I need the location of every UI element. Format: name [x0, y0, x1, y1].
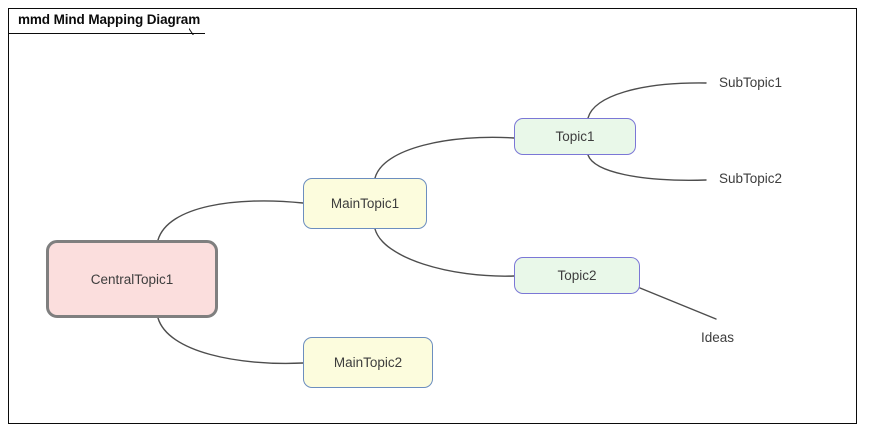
node-main-topic-1[interactable]: MainTopic1 — [303, 178, 427, 229]
label-subtopic-1[interactable]: SubTopic1 — [719, 75, 783, 90]
node-topic-1[interactable]: Topic1 — [514, 118, 636, 155]
frame-tab-shape — [8, 8, 205, 34]
diagram-frame — [8, 8, 857, 424]
label-ideas[interactable]: Ideas — [701, 330, 735, 345]
frame-title-tab: mmd Mind Mapping Diagram — [8, 8, 205, 34]
label-subtopic-2[interactable]: SubTopic2 — [719, 171, 783, 186]
frame-title-text: mmd Mind Mapping Diagram — [18, 12, 201, 27]
node-central-topic-1[interactable]: CentralTopic1 — [46, 240, 218, 318]
node-topic-2[interactable]: Topic2 — [514, 257, 640, 294]
node-main-topic-2[interactable]: MainTopic2 — [303, 337, 433, 388]
